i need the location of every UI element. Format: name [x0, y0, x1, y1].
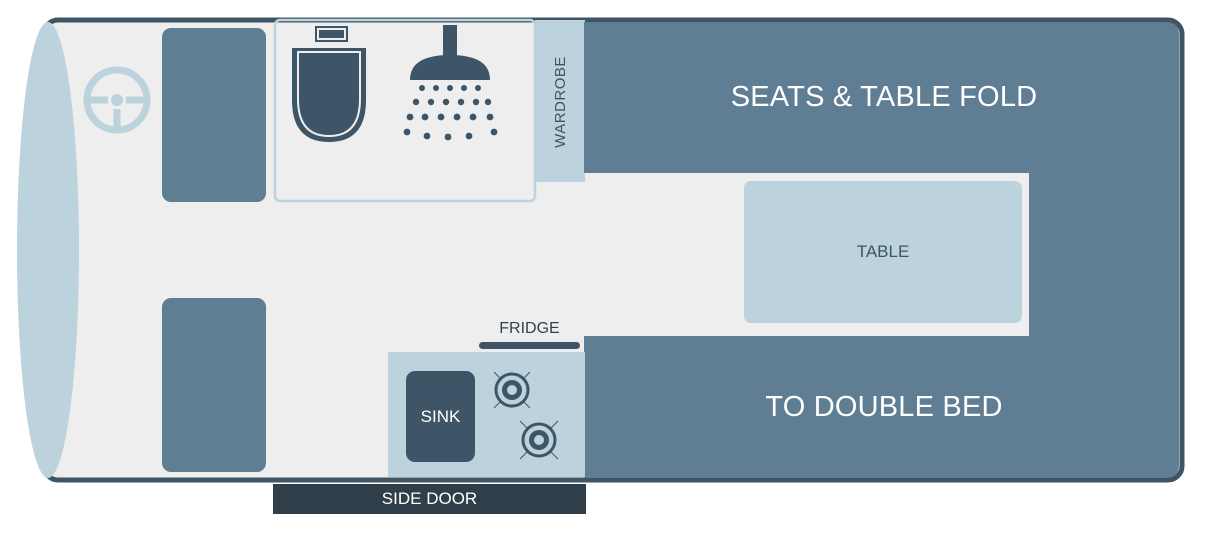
passenger-seat — [162, 298, 266, 472]
to-double-bed-label: TO DOUBLE BED — [765, 390, 1003, 423]
windshield — [17, 22, 79, 478]
side-door — [273, 484, 586, 514]
fridge — [479, 342, 580, 349]
table — [744, 181, 1022, 323]
driver-seat — [162, 28, 266, 202]
fridge-label: FRIDGE — [499, 320, 560, 337]
seats-table-fold-label: SEATS & TABLE FOLD — [730, 80, 1038, 113]
rear-seating-area — [584, 22, 1179, 478]
side-door-label: SIDE DOOR — [381, 489, 478, 508]
sink-label: SINK — [420, 407, 461, 426]
steering-wheel-icon — [83, 66, 151, 134]
table-label: TABLE — [856, 242, 910, 261]
toilet-icon — [292, 26, 366, 142]
sink — [406, 371, 475, 462]
stove-burner-icon — [493, 371, 531, 409]
stove-burner-icon — [519, 420, 559, 460]
wardrobe-label: WARDROBE — [551, 56, 569, 148]
wardrobe — [535, 20, 585, 182]
shower-icon — [403, 25, 498, 141]
